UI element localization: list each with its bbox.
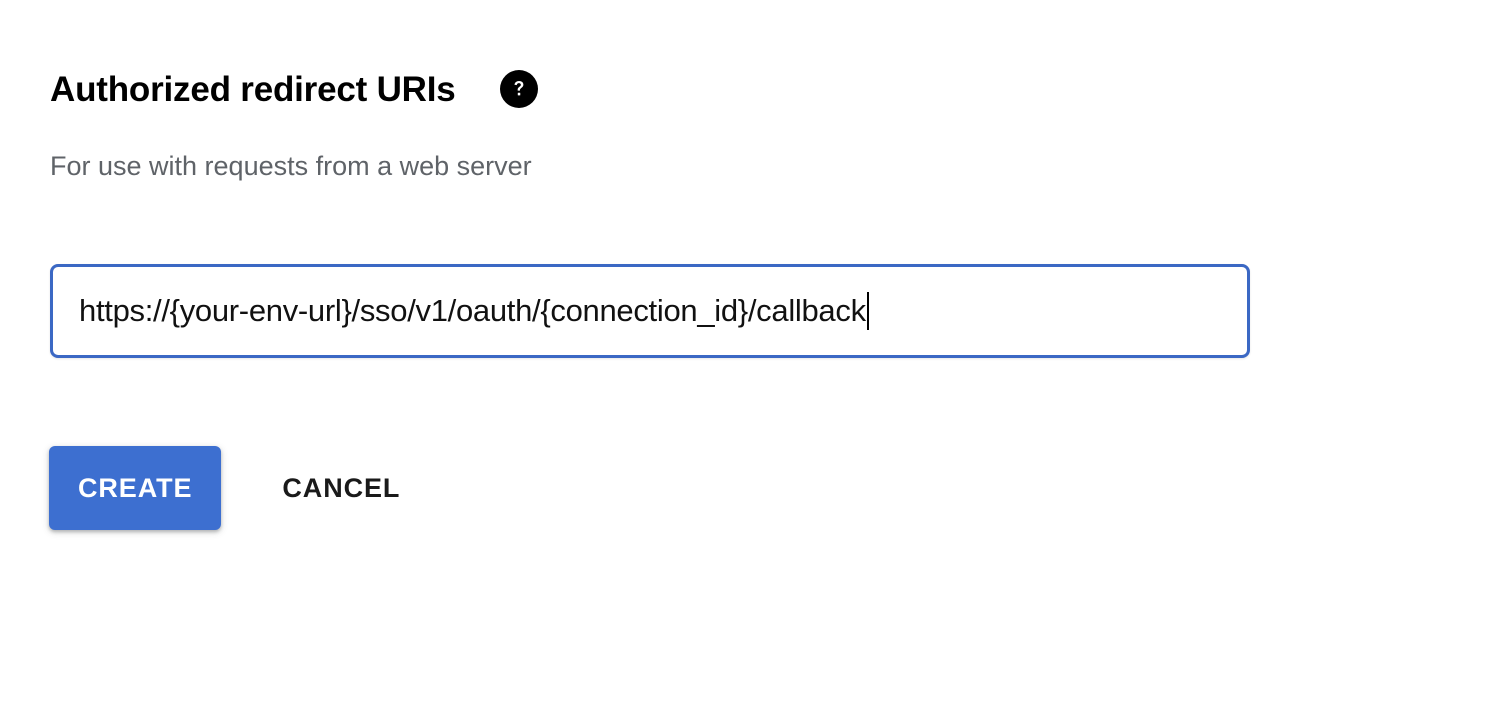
create-button[interactable]: CREATE <box>49 446 222 530</box>
page-title: Authorized redirect URIs <box>50 69 456 109</box>
section-header: Authorized redirect URIs <box>50 63 538 115</box>
redirect-uri-input[interactable] <box>53 267 1247 355</box>
section-description: For use with requests from a web server <box>50 151 532 181</box>
cancel-button[interactable]: CANCEL <box>266 446 416 530</box>
redirect-uri-field-container[interactable]: https://{your-env-url}/sso/v1/oauth/{con… <box>50 264 1250 358</box>
help-question-mark-icon[interactable] <box>499 70 538 108</box>
form-actions: CREATE CANCEL <box>49 446 416 530</box>
